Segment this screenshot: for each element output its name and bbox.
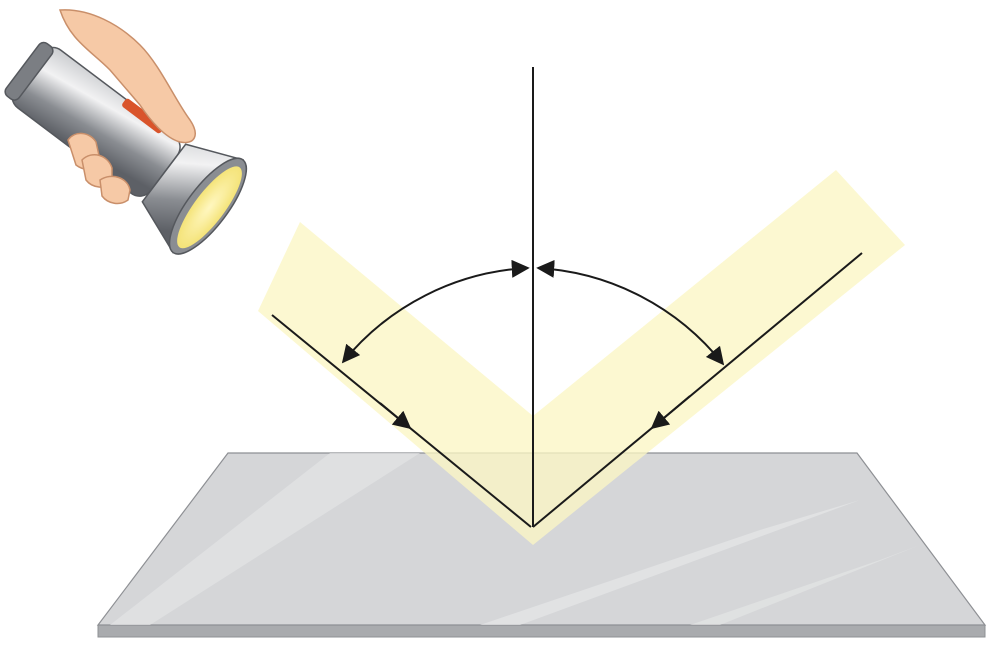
mirror-highlight bbox=[480, 500, 860, 625]
angle-of-incidence-arc bbox=[341, 259, 530, 364]
reflected-ray bbox=[532, 252, 863, 528]
mirror-plate bbox=[96, 452, 987, 638]
flashlight-lens bbox=[177, 166, 242, 249]
incident-ray-arrow bbox=[379, 402, 412, 430]
reflected-ray-arrow bbox=[650, 395, 691, 430]
switch bbox=[122, 98, 165, 134]
light-beam bbox=[258, 170, 905, 545]
angle-of-reflection-arc bbox=[536, 259, 725, 366]
mirror-highlight bbox=[110, 453, 420, 625]
flashlight bbox=[4, 41, 248, 255]
hand bbox=[58, 9, 196, 205]
